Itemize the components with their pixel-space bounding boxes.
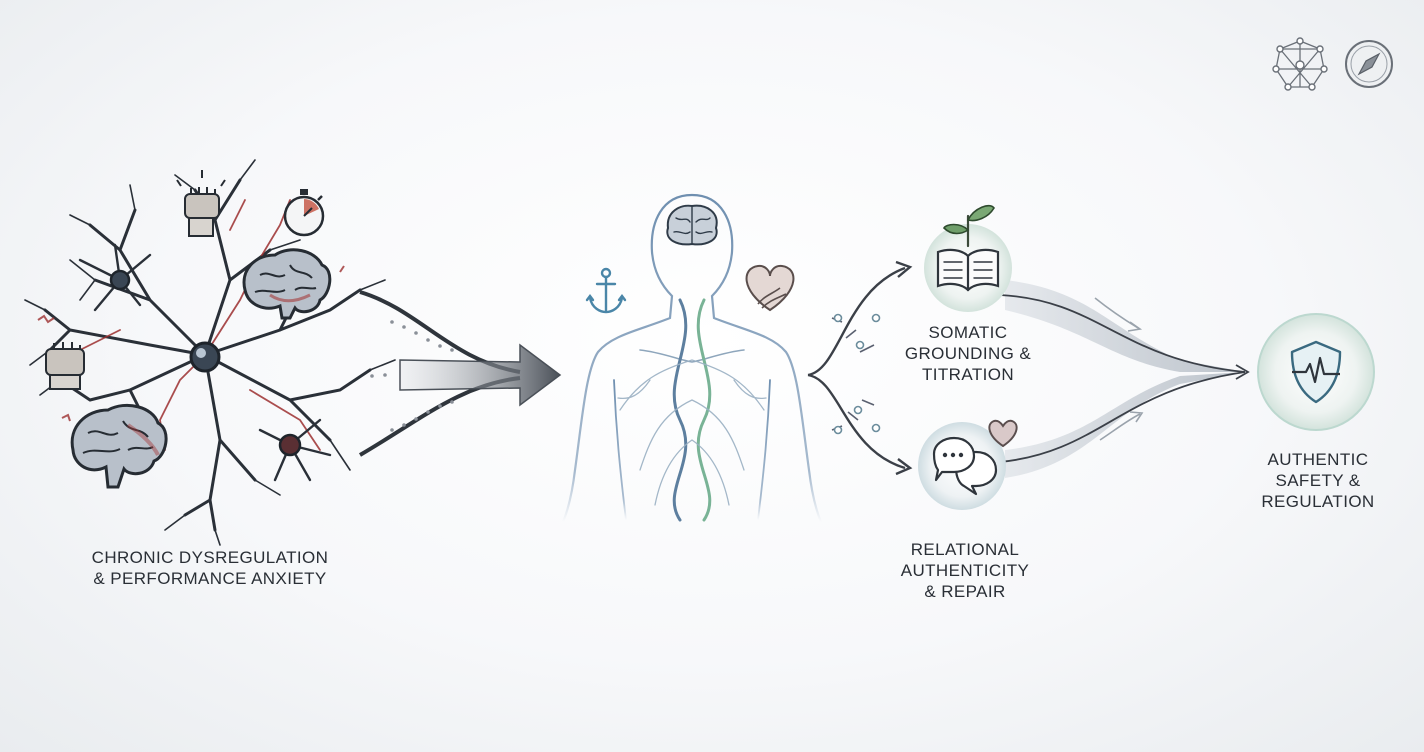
somatic-label: SOMATIC GROUNDING & TITRATION	[893, 322, 1043, 385]
heart-icon	[988, 419, 1018, 448]
transition-arrow	[358, 290, 562, 457]
stopwatch-icon	[283, 189, 325, 237]
branch-arrows	[807, 260, 913, 476]
left-label-line: & PERFORMANCE ANXIETY	[93, 569, 327, 588]
left-label: CHRONIC DYSREGULATION & PERFORMANCE ANXI…	[60, 547, 360, 589]
network-icon[interactable]	[1272, 37, 1328, 91]
convergence-ribbons	[999, 280, 1250, 478]
chat-bubbles-icon	[932, 436, 998, 496]
anchor-icon	[585, 267, 627, 314]
somatic-label-line: TITRATION	[921, 365, 1015, 384]
left-label-line: CHRONIC DYSREGULATION	[91, 548, 329, 567]
brain-icon	[242, 248, 332, 320]
outcome-label-line: REGULATION	[1261, 492, 1375, 511]
book-sprout-icon	[936, 204, 1000, 292]
relational-label: RELATIONAL AUTHENTICITY & REPAIR	[890, 539, 1040, 602]
fist-icon	[176, 170, 226, 237]
branch-nodes	[833, 313, 881, 435]
tension-marks	[37, 265, 345, 422]
outcome-label-line: SAFETY &	[1275, 471, 1361, 490]
human-body-nervous-system-icon	[561, 193, 823, 524]
outcome-label: AUTHENTIC SAFETY & REGULATION	[1238, 449, 1398, 512]
relational-label-line: & REPAIR	[924, 582, 1006, 601]
somatic-label-line: SOMATIC	[928, 323, 1008, 342]
relational-label-line: AUTHENTICITY	[900, 561, 1030, 580]
brain-icon	[70, 403, 168, 489]
compass-icon[interactable]	[1345, 40, 1393, 88]
somatic-label-line: GROUNDING &	[904, 344, 1032, 363]
relational-label-line: RELATIONAL	[910, 540, 1020, 559]
heart-hand-icon	[745, 264, 795, 312]
fist-icon	[45, 342, 85, 390]
shield-heartbeat-icon	[1290, 340, 1342, 404]
outcome-label-line: AUTHENTIC	[1267, 450, 1369, 469]
